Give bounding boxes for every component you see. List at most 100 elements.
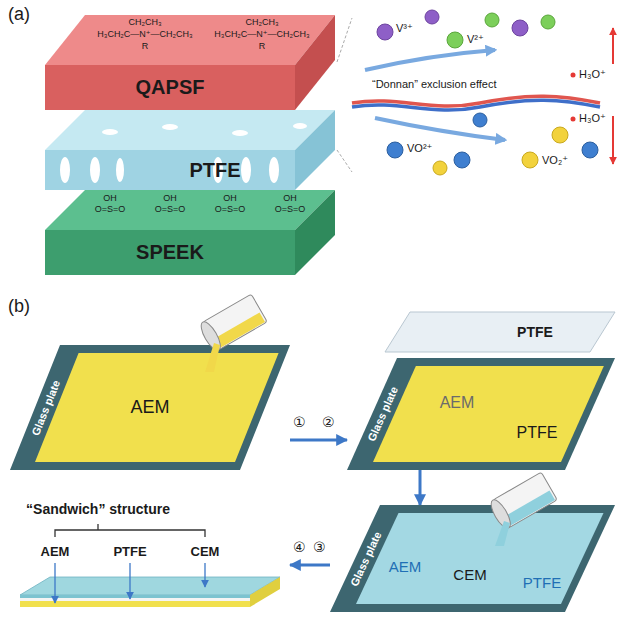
text-anchor: ①: [293, 414, 306, 430]
text-anchor: CEM: [191, 545, 220, 560]
leader-line: [54, 563, 55, 603]
text-anchor: O=S=O: [215, 204, 246, 214]
annotation-label: ④: [293, 539, 306, 555]
film-outline-shape: [373, 366, 604, 462]
annotation-label: ①: [293, 414, 306, 430]
text-anchor: O=S=O: [275, 204, 306, 214]
annotation-label: H₃O⁺: [579, 68, 606, 81]
text-anchor: V³⁺: [396, 22, 413, 35]
sheet-outline: [385, 312, 615, 352]
node-label: CEM: [191, 545, 220, 560]
annotation-label: OH: [163, 193, 177, 203]
annotation-label: O=S=O: [215, 204, 246, 214]
beaker: [198, 294, 268, 353]
text-anchor: V²⁺: [467, 33, 484, 46]
annotation-label: O=S=O: [275, 204, 306, 214]
annotation-label: V³⁺: [396, 22, 413, 35]
membrane-anion-side: [352, 100, 600, 110]
annotation-label: O=S=O: [95, 204, 126, 214]
plate-outline-shape: [10, 345, 290, 470]
text-anchor: “Donnan” exclusion effect: [372, 78, 497, 91]
annotation-label: V²⁺: [467, 33, 484, 46]
sandwich-slab: [20, 577, 280, 607]
text-anchor: AEM: [41, 545, 70, 560]
beaker: [488, 472, 558, 531]
text-anchor: OH: [283, 193, 297, 203]
sheet-outline-shape: [385, 312, 615, 352]
film-outline: [373, 366, 604, 462]
pour-stream: [495, 521, 510, 546]
glass-plate: Glass plateAEMCEMPTFE: [330, 505, 615, 612]
annotation-label: OH: [103, 193, 117, 203]
membrane-layer: SPEEK: [45, 230, 295, 275]
text-anchor: PTFE: [189, 159, 240, 182]
annotation-label: CH₂CH₃: [245, 17, 278, 27]
pour-stream: [205, 343, 220, 372]
annotation-label: “Donnan” exclusion effect: [372, 78, 497, 91]
text-anchor: QAPSF: [136, 76, 205, 99]
film-label: AEM: [130, 397, 169, 418]
membrane-layer: QAPSF: [45, 65, 295, 110]
text-anchor: PTFE: [523, 574, 561, 591]
text-anchor: (b): [8, 296, 30, 317]
process-arrow: [419, 470, 422, 505]
annotation-label: VO₂⁺: [542, 154, 568, 167]
text-anchor: ④: [293, 539, 306, 555]
annotation-label: CH₂CH₃: [128, 17, 161, 27]
film-region: AEM CEM PTFE: [356, 513, 604, 604]
node-label: AEM: [41, 545, 70, 560]
annotation-label: R: [142, 41, 149, 51]
leader-line: [129, 563, 130, 599]
glass-plate: Glass plateAEM: [10, 345, 290, 470]
text-anchor: CH₂CH₃: [128, 17, 161, 27]
annotation-label: OH: [283, 193, 297, 203]
deflect-arrow: [365, 50, 495, 70]
annotation-label: OH: [223, 193, 237, 203]
text-anchor: AEM: [389, 558, 422, 575]
film-outline-shape: [35, 353, 279, 462]
speek-slab: [45, 190, 335, 275]
proton-arrow: [612, 116, 614, 164]
zoom-line: [337, 18, 352, 62]
leader-line: [204, 563, 205, 587]
film-label: PTFE: [523, 574, 561, 591]
sheet-label: PTFE: [517, 324, 553, 340]
text-anchor: H₃O⁺: [579, 112, 606, 125]
bracket: [55, 524, 205, 537]
text-anchor: H₃CH₂C—N⁺—CH₂CH₃: [97, 29, 193, 39]
film-label: PTFE: [517, 424, 558, 442]
node-label: PTFE: [189, 159, 240, 182]
text-anchor: O=S=O: [155, 204, 186, 214]
annotation-label: O=S=O: [155, 204, 186, 214]
annotation-label: (b): [8, 296, 30, 317]
ptfe-sheet: PTFE: [385, 312, 615, 352]
ion-balls: [377, 10, 598, 175]
ptfe-slab: [45, 110, 335, 190]
text-anchor: CEM: [453, 566, 486, 583]
text-anchor: PTFE: [517, 424, 558, 442]
text-anchor: VO²⁺: [407, 142, 432, 155]
text-anchor: ③: [313, 539, 326, 555]
film-outline-shape: [356, 513, 604, 604]
sandwich-group: “Sandwich” structureAEMPTFECEM: [10, 495, 290, 612]
text-anchor: H₃O⁺: [579, 68, 606, 81]
annotation-label: H₃O⁺: [579, 112, 606, 125]
zoom-line: [337, 150, 352, 172]
plate-outline-shape: [330, 505, 615, 612]
text-anchor: (a): [8, 4, 30, 25]
text-anchor: R: [259, 41, 266, 51]
node-label: PTFE: [113, 545, 146, 560]
proton-arrow: [612, 28, 614, 64]
qapsf-slab: [45, 15, 335, 110]
text-anchor: PTFE: [113, 545, 146, 560]
text-anchor: O=S=O: [95, 204, 126, 214]
annotation-label: VO²⁺: [407, 142, 432, 155]
text-anchor: VO₂⁺: [542, 154, 568, 167]
proton-dot: [571, 117, 576, 122]
proton-dot: [571, 73, 576, 78]
film-region: AEMPTFE: [373, 366, 604, 462]
text-anchor: R: [142, 41, 149, 51]
